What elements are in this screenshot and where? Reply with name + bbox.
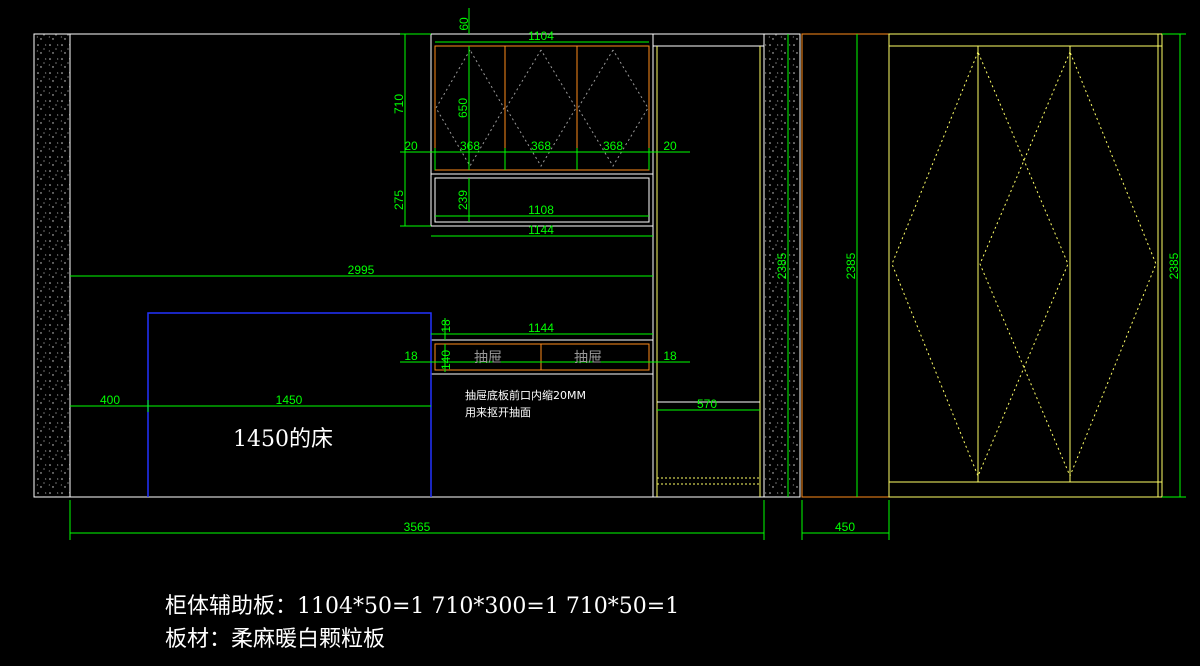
dim-2995: 2995: [348, 263, 375, 277]
dim-239: 239: [456, 190, 470, 210]
dim-140: 140: [439, 350, 453, 370]
dim-2385-c: 2385: [1167, 252, 1181, 279]
dim-1450: 1450: [276, 393, 303, 407]
middle-wall: [763, 33, 801, 498]
wardrobe-doors: [888, 33, 1163, 498]
drawer-label-left: 抽屉: [474, 350, 502, 366]
dim-18-right: 18: [663, 349, 677, 363]
dimension-texts: 60 1104 710 650 20 368 368 368 20 275 23…: [100, 17, 1181, 534]
drawer-label-right: 抽屉: [574, 350, 602, 366]
dim-20-left: 20: [404, 139, 418, 153]
dim-2385-a: 2385: [775, 252, 789, 279]
dim-570: 570: [697, 397, 717, 411]
dim-18-vertical: 18: [439, 319, 453, 333]
dim-368-1: 368: [460, 139, 480, 153]
footer-material: 板材：柔麻暖白颗粒板: [165, 627, 386, 652]
dim-710: 710: [392, 94, 406, 114]
dim-368-2: 368: [531, 139, 551, 153]
drawer-note-line2: 用来抠开抽面: [465, 405, 531, 419]
dim-368-3: 368: [603, 139, 623, 153]
dim-1104: 1104: [528, 29, 554, 43]
dim-275: 275: [392, 190, 406, 210]
dimension-lines: [69, 8, 1186, 540]
room-outline: [70, 33, 764, 498]
footer-panel-list: 柜体辅助板：1104*50=1 710*300=1 710*50=1: [165, 594, 680, 619]
left-wall: [33, 33, 71, 498]
dim-60: 60: [457, 17, 471, 31]
wardrobe-column: [656, 46, 761, 497]
drawer-unit: [430, 339, 654, 375]
drawing-labels: 抽屉 抽屉 抽屉底板前口内缩20MM 用来抠开抽面 1450的床: [233, 350, 602, 452]
dim-2385-b: 2385: [844, 252, 858, 279]
dim-650: 650: [456, 98, 470, 118]
dim-1108: 1108: [528, 203, 554, 217]
dim-1144-top: 1144: [528, 223, 554, 237]
bed-label: 1450的床: [233, 427, 333, 452]
dim-3565: 3565: [404, 520, 431, 534]
dim-18-left: 18: [404, 349, 418, 363]
dim-1144-drawer: 1144: [528, 321, 554, 335]
dim-400: 400: [100, 393, 120, 407]
dim-450: 450: [835, 520, 855, 534]
drawer-note-line1: 抽屉底板前口内缩20MM: [465, 388, 586, 402]
dim-20-right: 20: [663, 139, 677, 153]
